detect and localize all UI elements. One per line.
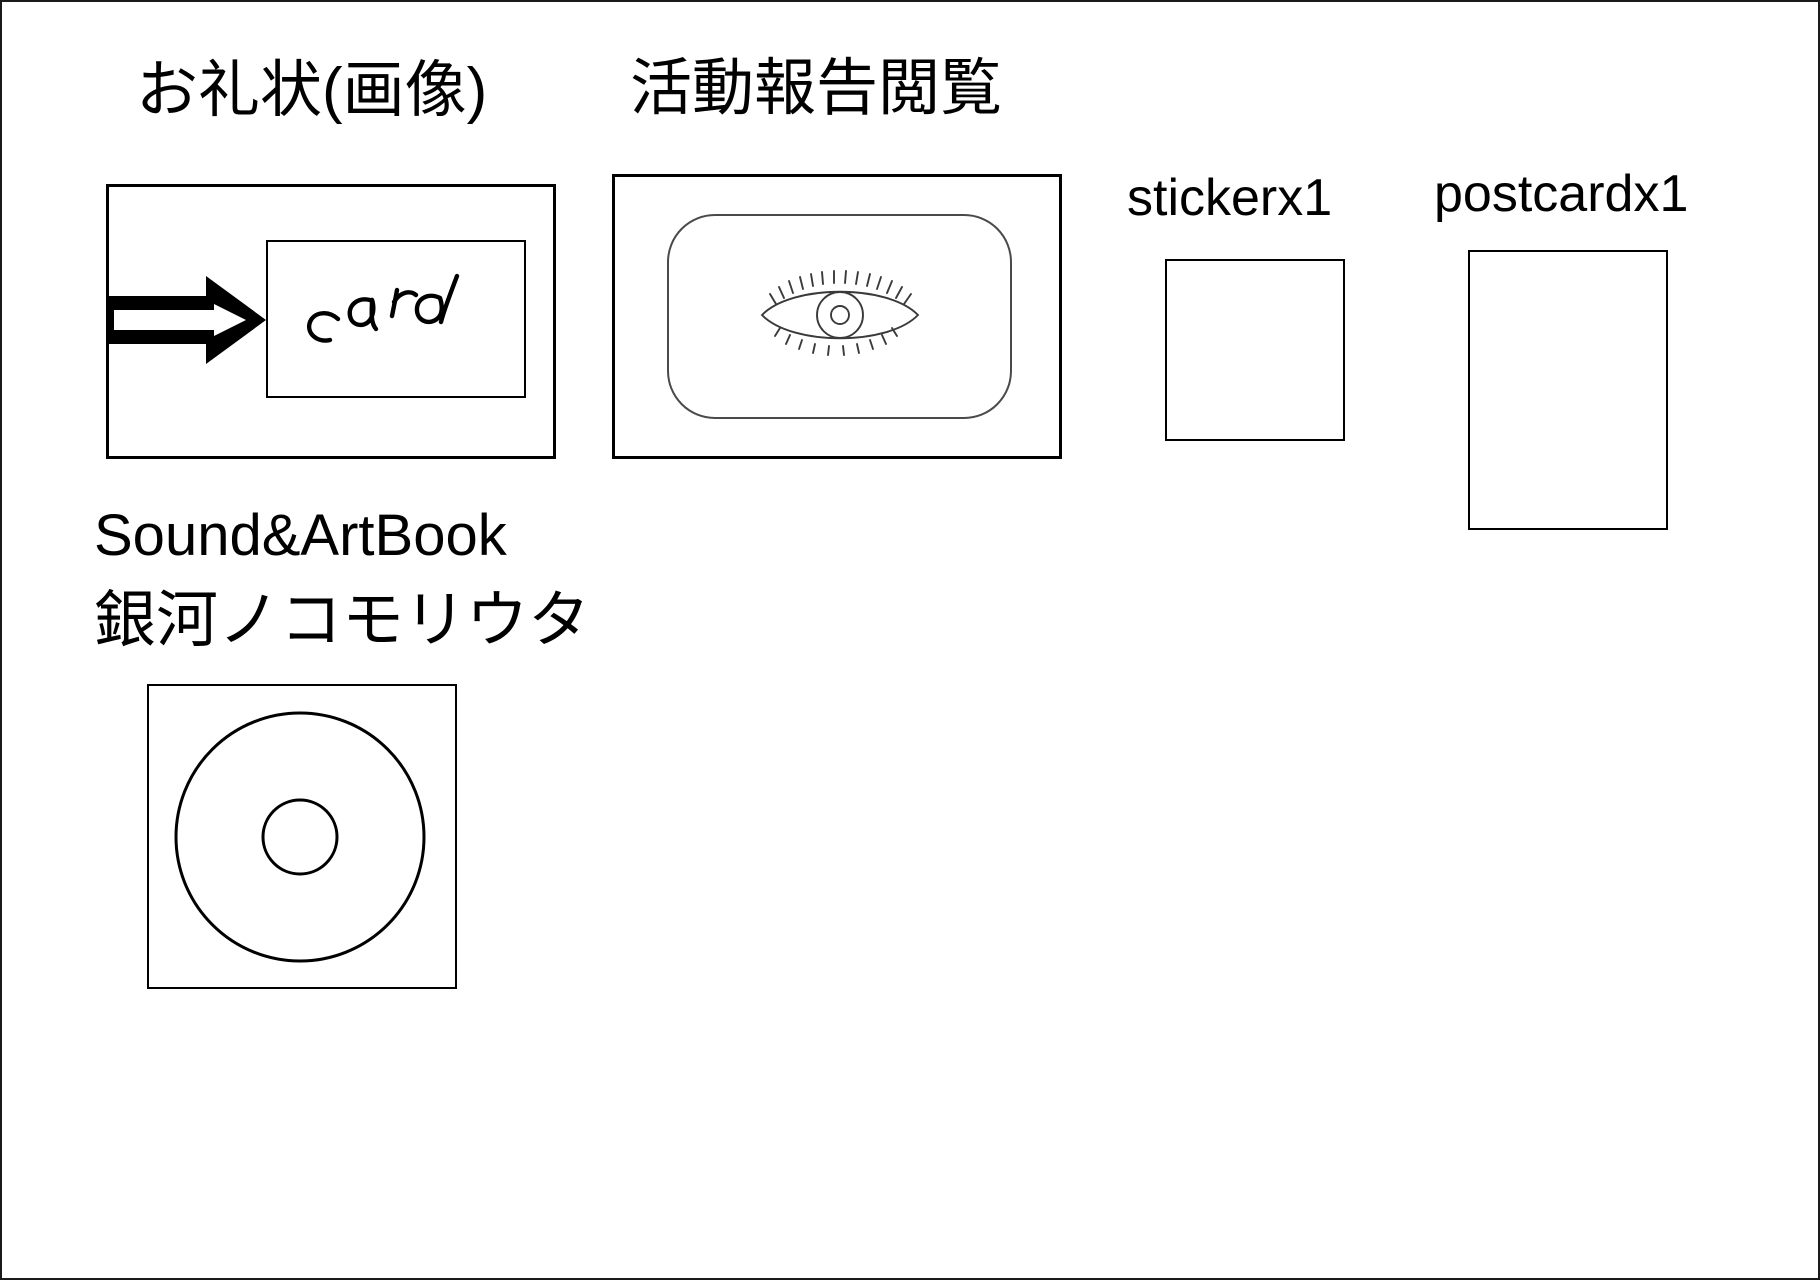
postcard-title: postcardx1 [1434,165,1689,223]
card-handwriting-label [294,264,494,354]
thank-you-letter-title: お礼状(画像) [136,56,488,125]
sound-art-book-title: Sound&ArtBook [94,503,507,568]
portrait-card-icon [1468,250,1668,530]
compact-disc-icon [147,684,457,989]
rounded-screen-icon [667,214,1012,419]
cd-case-frame [147,684,457,989]
sound-art-book-subtitle: 銀河ノコモリウタ [94,586,591,655]
sticker-title: stickerx1 [1127,169,1333,227]
square-sticker-icon [1165,259,1345,441]
right-arrow-icon [106,270,271,370]
eye-icon [750,270,930,360]
activity-report-title: 活動報告閲覧 [630,54,1003,123]
